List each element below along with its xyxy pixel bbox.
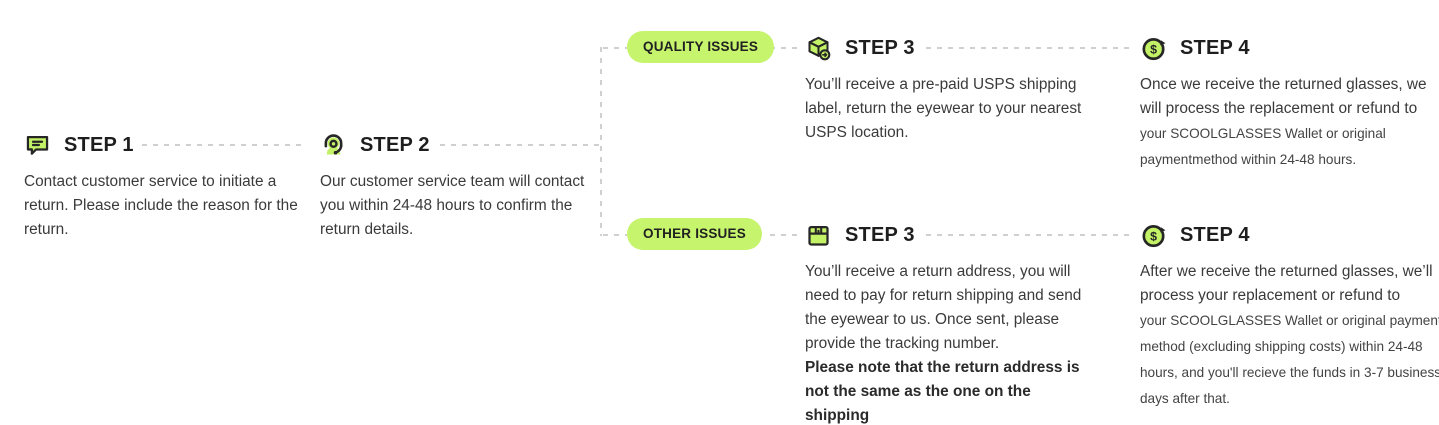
other-step3-header: STEP 3	[805, 220, 915, 250]
step2-description: Our customer service team will contact y…	[320, 173, 585, 238]
parcel-box-icon	[808, 225, 829, 246]
step2-title: STEP 2	[360, 133, 430, 156]
other-step4-header: $ STEP 4	[1140, 220, 1250, 250]
step1-header: STEP 1	[24, 130, 134, 160]
step1-description: Contact customer service to initiate a r…	[24, 173, 298, 238]
other-step3-text: You’ll receive a return address, you wil…	[805, 263, 1082, 352]
quality-issues-badge: QUALITY ISSUES	[627, 31, 775, 63]
connector-other-step3-step4	[926, 234, 1130, 236]
svg-text:$: $	[1150, 229, 1157, 243]
connector-quality-badge-step3	[770, 47, 802, 49]
other-step3-description: You’ll receive a return address, you wil…	[805, 260, 1097, 425]
quality-step4-text-alt: your SCOOLGLASSES Wallet or original pay…	[1140, 126, 1386, 167]
quality-step4-header: $ STEP 4	[1140, 33, 1250, 63]
quality-step3-header: STEP 3	[805, 33, 915, 63]
svg-text:$: $	[1150, 42, 1157, 56]
package-cube-icon	[808, 36, 831, 60]
connector-quality-step3-step4	[926, 47, 1130, 49]
connector-branch-quality-badge	[603, 47, 627, 49]
other-step4-title: STEP 4	[1180, 223, 1250, 246]
connector-other-badge-step3	[770, 234, 802, 236]
other-step4-text-lead: After we receive the returned glasses, w…	[1140, 263, 1433, 304]
other-step3-title: STEP 3	[845, 223, 915, 246]
connector-branch-vertical	[600, 47, 602, 236]
other-step3-note-bold: Please note that the return address is n…	[805, 359, 1080, 424]
step2-header: STEP 2	[320, 130, 430, 160]
headset-support-icon	[324, 133, 343, 154]
connector-step1-step2	[142, 144, 306, 146]
quality-step3-title: STEP 3	[845, 36, 915, 59]
connector-step2-branch	[440, 144, 601, 146]
quality-step3-description: You’ll receive a pre-paid USPS shipping …	[805, 76, 1082, 141]
chat-bubble-icon	[26, 135, 49, 155]
quality-step4-description: Once we receive the returned glasses, we…	[1140, 73, 1439, 173]
refund-dollar-icon: $	[1142, 37, 1166, 60]
other-issues-badge: OTHER ISSUES	[627, 218, 762, 250]
other-step4-description: After we receive the returned glasses, w…	[1140, 260, 1439, 412]
quality-step4-text-lead: Once we receive the returned glasses, we…	[1140, 76, 1427, 117]
other-step4-text-alt: your SCOOLGLASSES Wallet or original pay…	[1140, 313, 1439, 406]
connector-branch-other-badge	[603, 234, 627, 236]
refund-dollar-icon: $	[1142, 224, 1166, 247]
quality-step4-title: STEP 4	[1180, 36, 1250, 59]
step1-title: STEP 1	[64, 133, 134, 156]
